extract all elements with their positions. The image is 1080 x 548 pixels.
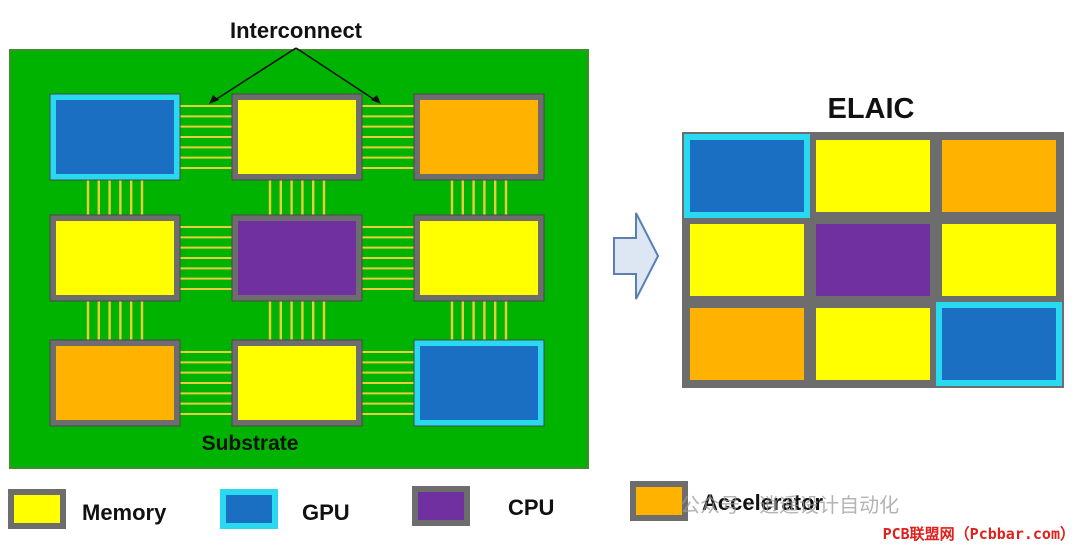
elaic-gpu-block — [684, 134, 810, 218]
memory-chip — [413, 214, 545, 302]
elaic-memory-block — [810, 302, 936, 386]
elaic-accelerator-block — [936, 134, 1062, 218]
arrowhead-right-icon — [371, 95, 381, 104]
substrate-label: Substrate — [202, 432, 299, 455]
cpu-chip — [231, 214, 363, 302]
legend: Memory GPU CPU Accelerator — [8, 481, 824, 529]
elaic-memory-block — [684, 218, 810, 302]
elaic-title: ELAIC — [828, 93, 915, 125]
accelerator-chip — [413, 93, 545, 181]
legend-label-cpu: CPU — [508, 495, 554, 520]
interconnect-pointer-left — [211, 47, 297, 103]
memory-chip — [231, 339, 363, 427]
elaic-gpu-block — [936, 302, 1062, 386]
chiplet-package: Substrate — [9, 49, 589, 469]
elaic-cpu-block — [810, 218, 936, 302]
arrowhead-left-icon — [209, 95, 219, 104]
elaic-accelerator-block — [684, 302, 810, 386]
legend-label-memory: Memory — [82, 500, 167, 525]
elaic-memory-block — [810, 134, 936, 218]
elaic-die — [682, 132, 1064, 388]
memory-chip — [231, 93, 363, 181]
interconnect-label: Interconnect — [230, 18, 363, 43]
interconnect-pointer-right — [295, 47, 379, 103]
memory-chip — [49, 214, 181, 302]
transform-arrow-icon — [613, 212, 660, 300]
legend-item-gpu: GPU — [220, 489, 350, 529]
legend-item-cpu: CPU — [412, 486, 554, 526]
gpu-chip — [413, 339, 545, 427]
watermark-text: 公众号 · 逍遥设计自动化 — [680, 493, 899, 517]
accelerator-chip — [49, 339, 181, 427]
interconnect-wires — [86, 105, 508, 415]
legend-label-accelerator: Accelerator — [702, 490, 824, 515]
gpu-chip — [49, 93, 181, 181]
legend-label-gpu: GPU — [302, 500, 350, 525]
brand-watermark: PCB联盟网（Pcbbar.com） — [883, 525, 1075, 543]
elaic-memory-block — [936, 218, 1062, 302]
chip-grid — [49, 93, 545, 427]
legend-item-memory: Memory — [8, 489, 167, 529]
interconnect-callout: Interconnect — [209, 18, 381, 104]
legend-item-accelerator: Accelerator — [630, 481, 824, 521]
